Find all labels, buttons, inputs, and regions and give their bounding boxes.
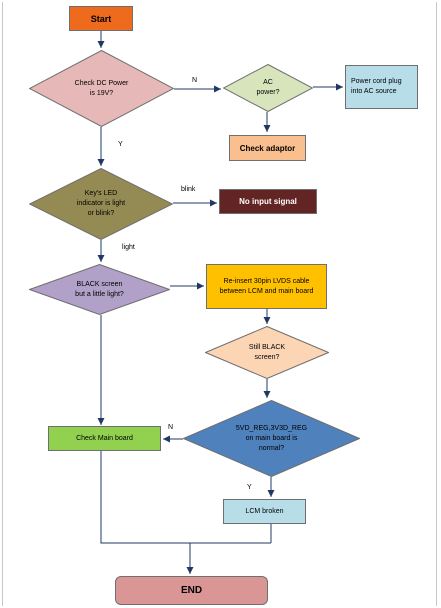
still-black-shape xyxy=(205,326,329,379)
edge-label-n-dc: N xyxy=(192,77,198,84)
still-black-label: Still BLACK screen? xyxy=(248,343,286,361)
power-cord-label: Power cord plug into AC source xyxy=(351,78,402,95)
check-main-label: Check Main board xyxy=(76,435,133,442)
no-input-label: No input signal xyxy=(239,197,297,206)
start-label: Start xyxy=(90,13,112,24)
ac-power-shape xyxy=(223,64,313,112)
key-led-shape xyxy=(29,168,173,240)
black-screen-shape xyxy=(29,264,170,315)
still-black-diamond: Still BLACK screen? xyxy=(205,326,329,379)
reg-normal-shape xyxy=(183,400,360,477)
edge-label-y-dc: Y xyxy=(118,141,123,148)
page-frame-left xyxy=(2,2,3,606)
end-label: END xyxy=(180,585,203,596)
page-frame-right xyxy=(436,2,437,606)
black-screen-label: BLACK screen but a little light? xyxy=(75,280,124,298)
end-node: END xyxy=(115,576,268,605)
start-node: Start xyxy=(69,6,133,31)
check-dc-shape xyxy=(29,50,174,127)
ac-power-label: AC power? xyxy=(256,79,280,96)
edge-label-y-reg: Y xyxy=(247,484,252,491)
edge-label-n-reg: N xyxy=(168,424,174,431)
power-cord-node: Power cord plug into AC source xyxy=(345,65,418,109)
edge-check-main-to-end xyxy=(100,451,190,544)
check-adaptor-label: Check adaptor xyxy=(239,143,296,153)
reinsert-label: Re-insert 30pin LVDS cable between LCM a… xyxy=(219,277,314,295)
edge-label-blink: blink xyxy=(181,186,196,193)
check-dc-label: Check DC Power is 19V? xyxy=(74,79,129,97)
lcm-broken-node: LCM broken xyxy=(223,499,306,524)
black-screen-diamond: BLACK screen but a little light? xyxy=(29,264,170,315)
reinsert-node: Re-insert 30pin LVDS cable between LCM a… xyxy=(206,264,327,309)
key-led-diamond: Key's LED indicator is light or blink? xyxy=(29,168,173,240)
ac-power-diamond: AC power? xyxy=(223,64,313,112)
no-input-node: No input signal xyxy=(219,189,317,214)
check-adaptor-node: Check adaptor xyxy=(229,135,306,161)
check-main-node: Check Main board xyxy=(48,426,161,451)
lcm-broken-label: LCM broken xyxy=(245,508,284,515)
edge-label-light: light xyxy=(122,244,135,251)
reg-normal-diamond: 5VD_REG,3V3D_REG on main board is normal… xyxy=(183,400,360,477)
reg-normal-label: 5VD_REG,3V3D_REG on main board is normal… xyxy=(235,424,308,452)
check-dc-diamond: Check DC Power is 19V? xyxy=(29,50,174,127)
key-led-label: Key's LED indicator is light or blink? xyxy=(76,190,126,217)
